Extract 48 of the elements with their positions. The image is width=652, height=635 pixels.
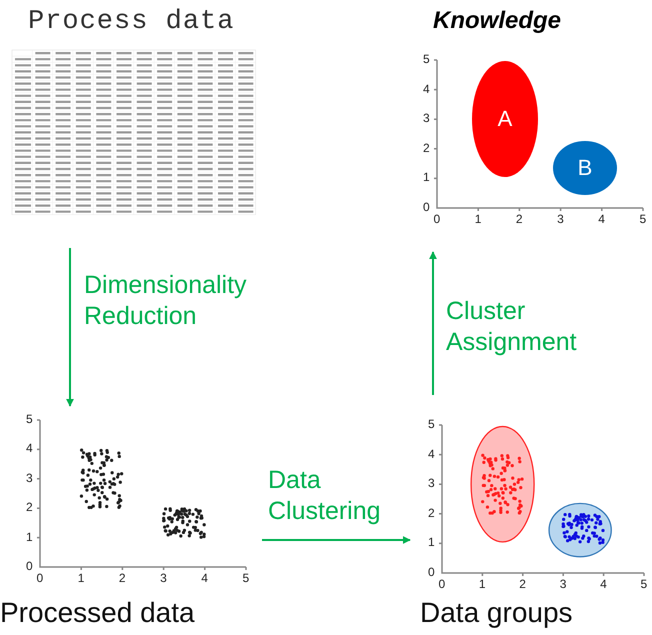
- axis-tick-label: 1: [26, 530, 33, 544]
- axis-tick-label: 3: [428, 476, 435, 490]
- axis-tick-label: 1: [478, 577, 486, 591]
- axis-tick-label: 1: [423, 170, 430, 184]
- axis-tick-label: 5: [423, 52, 430, 66]
- axis-tick-label: 0: [438, 577, 446, 591]
- axis-tick-label: 4: [201, 571, 208, 585]
- axis-tick-label: 2: [516, 212, 523, 226]
- arrow: [429, 251, 437, 395]
- axis-tick-label: 0: [428, 565, 435, 579]
- axis-tick-label: 4: [598, 212, 605, 226]
- axis-tick-label: 5: [640, 577, 648, 591]
- arrow: [262, 536, 411, 544]
- axis-tick-label: 4: [428, 446, 435, 461]
- panel-title: Knowledge: [433, 8, 562, 34]
- axis-tick-label: 4: [600, 577, 607, 591]
- axis-tick-label: 2: [428, 506, 435, 520]
- axis-tick-label: 1: [428, 535, 435, 550]
- axis-tick-label: 2: [118, 571, 126, 585]
- axis-tick-label: 0: [36, 571, 44, 585]
- axis-tick-label: 1: [78, 571, 84, 585]
- panel-title: Process data: [28, 8, 234, 38]
- axis-tick-label: 3: [560, 577, 566, 591]
- cluster-label: A: [498, 106, 512, 132]
- panel-title: Processed data: [0, 598, 195, 629]
- axis-tick-label: 0: [26, 559, 33, 573]
- panel-title: Data groups: [420, 598, 573, 629]
- axis-tick-label: 5: [428, 417, 435, 431]
- axis-tick-label: 1: [474, 212, 482, 226]
- arrow: [66, 248, 74, 407]
- axis-tick-label: 3: [557, 212, 564, 226]
- edge-label: Data Clustering: [268, 465, 382, 527]
- edge-label: Cluster Assignment: [446, 296, 578, 358]
- axis-tick-label: 2: [423, 140, 430, 155]
- axis-tick-label: 3: [423, 111, 430, 126]
- axis-tick-label: 5: [26, 412, 33, 426]
- axis-tick-label: 5: [242, 571, 250, 585]
- axis-tick-label: 3: [26, 470, 33, 485]
- axis-tick-label: 3: [160, 571, 167, 585]
- axis-tick-label: 4: [423, 82, 430, 96]
- cluster-label: B: [578, 155, 592, 181]
- axis-tick-label: 0: [434, 212, 440, 226]
- axis-tick-label: 5: [640, 212, 646, 226]
- edge-label: Dimensionality Reduction: [84, 270, 248, 332]
- axis-tick-label: 4: [26, 441, 33, 456]
- axis-tick-label: 2: [26, 500, 33, 514]
- axis-tick-label: 2: [519, 577, 526, 591]
- axis-tick-label: 0: [423, 200, 430, 214]
